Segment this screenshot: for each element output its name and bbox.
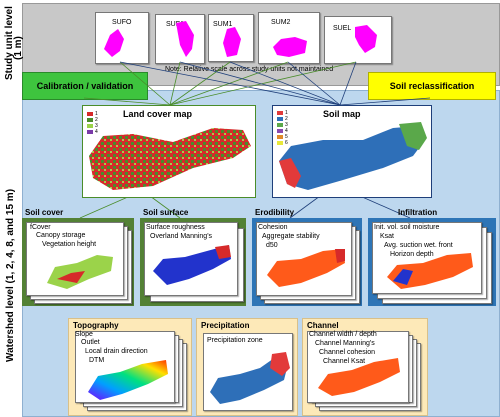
study-unit-shape xyxy=(176,21,194,57)
soil-legend: 1 2 3 4 5 6 xyxy=(277,110,288,146)
infiltration-item: Horizon depth xyxy=(390,251,434,258)
erodibility-stack-front xyxy=(256,222,352,296)
soil-map-title: Soil map xyxy=(323,109,361,119)
topography-stack-front xyxy=(75,331,175,403)
study-unit-label: SUM2 xyxy=(271,19,291,26)
precipitation-panel: Precipitation Precipitation zone xyxy=(196,318,298,416)
study-unit-card-sufa: SUFA xyxy=(155,14,205,64)
erodibility-title: Erodibility xyxy=(255,208,295,217)
study-unit-label: SUEL xyxy=(333,25,352,32)
channel-panel: Channel Channel width / depth Channel Ma… xyxy=(302,318,428,416)
channel-title: Channel xyxy=(307,321,339,330)
legend-item: 5 xyxy=(277,134,288,140)
soil-cover-item: Canopy storage xyxy=(36,232,86,239)
soil-cover-item: fCover xyxy=(30,224,51,231)
channel-item: Channel width / depth xyxy=(309,331,377,338)
topography-item: Outlet xyxy=(81,339,100,346)
legend-item: 3 xyxy=(277,122,288,128)
legend-item: 2 xyxy=(277,116,288,122)
soil-cover-item: Vegetation height xyxy=(42,241,97,248)
study-unit-shape xyxy=(223,27,241,57)
infiltration-item: Avg. suction wet. front xyxy=(384,242,453,249)
legend-item: 4 xyxy=(87,129,98,135)
study-unit-shape xyxy=(104,29,124,57)
soil-cover-title: Soil cover xyxy=(25,208,64,217)
legend-item: 2 xyxy=(87,117,98,123)
precipitation-map-shape xyxy=(210,352,290,404)
infiltration-map-shape xyxy=(387,253,473,289)
infiltration-title: Infiltration xyxy=(398,208,438,217)
precipitation-title: Precipitation xyxy=(201,321,250,330)
infiltration-panel: Infiltration Init. vol. soil moisture Ks… xyxy=(368,208,496,306)
soil-surface-title: Soil surface xyxy=(143,208,189,217)
erodibility-item: Cohesion xyxy=(258,224,288,231)
study-unit-label: SUFA xyxy=(166,21,185,28)
erodibility-item: Aggregate stability xyxy=(262,233,320,240)
soil-map-shape xyxy=(279,122,427,190)
legend-item: 6 xyxy=(277,140,288,146)
topography-title: Topography xyxy=(73,321,119,330)
land-cover-map-title: Land cover map xyxy=(123,109,193,119)
soil-surface-item: Surface roughness xyxy=(146,224,205,231)
soil-cover-panel: Soil cover fCover Canopy storage Vegetat… xyxy=(22,208,134,306)
soil-surface-stack-front xyxy=(144,222,238,296)
legend-item: 1 xyxy=(277,110,288,116)
erodibility-map-shape xyxy=(267,249,345,287)
topography-map-shape xyxy=(88,360,168,400)
land-cover-map-panel: Land cover map 1 2 3 4 xyxy=(82,105,256,198)
channel-item: Channel Ksat xyxy=(323,358,366,365)
study-unit-shape xyxy=(355,25,377,53)
legend-item: 3 xyxy=(87,123,98,129)
calibration-validation-box: Calibration / validation xyxy=(22,72,148,100)
channel-map-shape xyxy=(318,358,400,396)
topography-panel: Topography Slope Outlet Local drain dire… xyxy=(68,318,192,416)
infiltration-stack-front xyxy=(372,222,482,294)
study-unit-res-label: (1 m) xyxy=(13,36,24,60)
study-unit-label: SUFO xyxy=(112,19,132,26)
soil-reclassification-box: Soil reclassification xyxy=(368,72,496,100)
soil-surface-panel: Soil surface Surface roughness Overland … xyxy=(140,208,246,306)
study-unit-label: SUM1 xyxy=(213,21,233,28)
topography-item: Slope xyxy=(75,331,93,338)
soil-surface-item: Overland Manning's xyxy=(150,233,213,240)
legend-item: 1 xyxy=(87,111,98,117)
soil-cover-map-shape xyxy=(47,255,113,289)
soil-map-panel: Soil map 1 2 3 4 5 6 xyxy=(272,105,432,198)
infiltration-item: Init. vol. soil moisture xyxy=(374,224,440,231)
erodibility-panel: Erodibility Cohesion Aggregate stability… xyxy=(252,208,362,306)
study-unit-card-suel: SUEL xyxy=(324,16,392,64)
topography-item: Local drain direction xyxy=(85,348,148,355)
land-cover-legend: 1 2 3 4 xyxy=(87,111,98,135)
precipitation-item: Precipitation zone xyxy=(207,337,263,344)
legend-item: 4 xyxy=(277,128,288,134)
study-unit-card-sum2: SUM2 xyxy=(258,12,320,64)
study-unit-card-sufo: SUFO xyxy=(95,12,149,64)
erodibility-item: d50 xyxy=(266,242,278,249)
calibration-label: Calibration / validation xyxy=(36,81,134,91)
study-unit-shape xyxy=(273,37,307,57)
study-unit-card-sum1: SUM1 xyxy=(208,14,254,62)
channel-stack-front xyxy=(307,331,409,403)
infiltration-item: Ksat xyxy=(380,233,395,240)
watershed-level-label: Watershed level (1, 2, 4, 8, and 15 m) xyxy=(5,188,16,362)
channel-item: Channel cohesion xyxy=(319,349,376,356)
soil-surface-map-shape xyxy=(153,245,231,285)
land-cover-map-shape xyxy=(89,128,251,190)
precipitation-card xyxy=(203,333,293,411)
soil-cover-stack-front xyxy=(26,222,124,296)
scale-note: Note: Relative scale across study units … xyxy=(165,66,334,73)
channel-item: Channel Manning's xyxy=(315,340,375,347)
soil-reclass-label: Soil reclassification xyxy=(389,81,475,91)
topography-item: DTM xyxy=(89,357,105,364)
